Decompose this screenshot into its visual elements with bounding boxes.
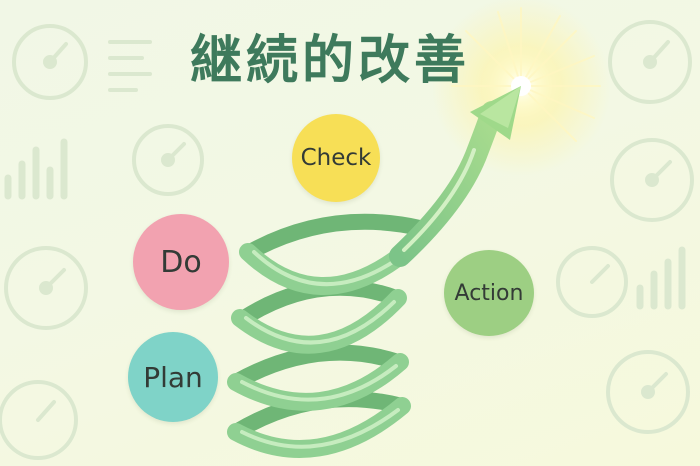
bar-chart-icon xyxy=(4,138,68,200)
plan-stage-bubble: Plan xyxy=(128,332,218,422)
speedometer-icon xyxy=(610,138,694,222)
speedometer-icon xyxy=(608,20,692,104)
bar-chart-icon xyxy=(636,246,686,310)
background-icons xyxy=(0,20,694,460)
plan-stage-label: Plan xyxy=(143,360,203,394)
speedometer-icon xyxy=(4,246,88,330)
text-lines-icon xyxy=(108,40,152,92)
page-title: 継続的改善 xyxy=(189,31,470,91)
speedometer-icon xyxy=(556,246,628,318)
speedometer-icon xyxy=(132,124,204,196)
spiral-coil xyxy=(227,213,428,458)
action-stage-bubble: Action xyxy=(444,250,534,336)
do-stage-bubble: Do xyxy=(133,214,229,310)
rising-arrow xyxy=(389,86,521,267)
do-stage-label: Do xyxy=(160,244,202,280)
speedometer-icon xyxy=(606,350,690,434)
speedometer-icon xyxy=(12,24,88,100)
speedometer-icon xyxy=(0,380,78,460)
action-stage-label: Action xyxy=(454,280,524,306)
check-stage-label: Check xyxy=(300,145,372,171)
check-stage-bubble: Check xyxy=(292,114,380,202)
